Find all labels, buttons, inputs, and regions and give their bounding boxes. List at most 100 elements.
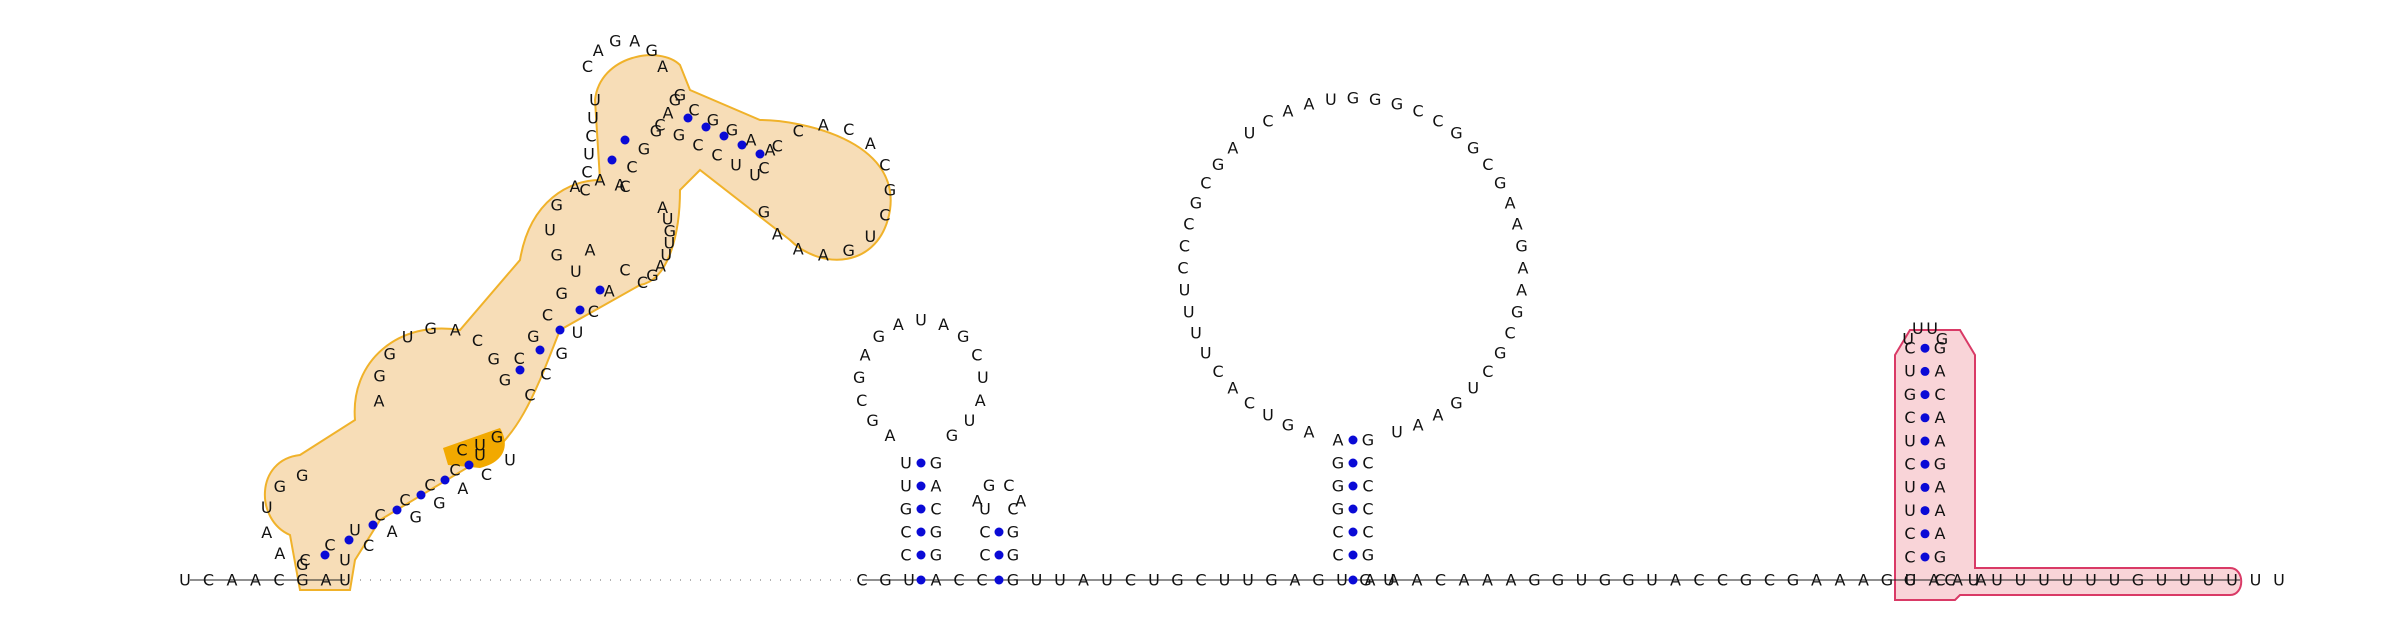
linker-2-nucleotide: A (1929, 571, 1940, 590)
base-pair-dot (1920, 552, 1930, 562)
hairpin-2-loop: G (866, 411, 878, 430)
base-pair-dot (994, 527, 1004, 537)
orange-highlight-region (264, 54, 892, 591)
hairpin-4-loop: A (1304, 423, 1315, 442)
loop-c-nucleotide: C (637, 273, 648, 292)
loop-b-nucleotide: G (487, 350, 499, 369)
hairpin-4-loop: A (1304, 94, 1315, 113)
stem-3-right: G (674, 86, 686, 105)
base-pair-dot (555, 325, 565, 335)
loop-d-nucleotide: G (609, 32, 621, 51)
loop-b-nucleotide: G (425, 319, 437, 338)
loop-e-nucleotide: G (758, 203, 770, 222)
hairpin-2-loop: C (856, 391, 867, 410)
linker-2-nucleotide: G (1740, 571, 1752, 590)
loop-c-nucleotide: G (664, 221, 676, 240)
loop-c-nucleotide: G (550, 246, 562, 265)
stem-2-left: A (585, 241, 596, 260)
loop-e-nucleotide: U (865, 227, 877, 246)
loop-b-nucleotide: A (450, 320, 461, 339)
stem-1-left: C (324, 536, 335, 555)
five-prime-nucleotide: A (321, 571, 332, 590)
base-pair-dot (1920, 390, 1930, 400)
three-prime-nucleotide: U (2015, 571, 2027, 590)
hairpin-4-stem-right: G (1362, 431, 1374, 450)
linker-2-nucleotide: A (1412, 571, 1423, 590)
linker-2-nucleotide: A (1482, 571, 1493, 590)
stem-2-left: C (514, 349, 525, 368)
loop-e-nucleotide: G (884, 181, 896, 200)
hairpin-4-loop: U (1391, 423, 1403, 442)
base-pair-dot (1348, 458, 1358, 468)
loop-e-nucleotide: G (843, 241, 855, 260)
stem-2-right: G (555, 344, 567, 363)
five-prime-nucleotide: C (273, 571, 284, 590)
linker-1-nucleotide: U (1054, 571, 1066, 590)
hairpin-4-loop: G (1467, 138, 1479, 157)
hairpin-2-loop: A (938, 315, 949, 334)
hairpin-4-loop: U (1325, 90, 1337, 109)
accent-nucleotide: C (456, 441, 467, 460)
hairpin-3-stem-left: C (979, 523, 990, 542)
linker-1-nucleotide: C (1195, 571, 1206, 590)
hairpin-4-loop: G (1347, 89, 1359, 108)
stem-4-top: G (669, 91, 681, 110)
hairpin-4-loop: A (1227, 138, 1238, 157)
base-pair-dot (1348, 481, 1358, 491)
base-pair-dot (1348, 435, 1358, 445)
base-pair-dot (368, 520, 378, 530)
hairpin-2-loop: A (893, 315, 904, 334)
stem-1-right: G (433, 493, 445, 512)
linker-nucleotide: C (856, 571, 867, 590)
three-prime-nucleotide: U (2062, 571, 2074, 590)
base-pair-dot (1348, 527, 1358, 537)
linker-2-nucleotide: A (1976, 571, 1987, 590)
hairpin-5-loop: G (1936, 329, 1948, 348)
loop-e-nucleotide: C (843, 120, 854, 139)
hairpin-2-loop: U (915, 311, 927, 330)
stem-3-right: C (626, 158, 637, 177)
loop-a-nucleotide: A (261, 523, 272, 542)
base-pair-dot (464, 460, 474, 470)
linker-nucleotide: C (953, 571, 964, 590)
hairpin-5-stem-right: A (1935, 524, 1946, 543)
stem-2-right: C (524, 386, 535, 405)
loop-c-nucleotide: C (619, 177, 630, 196)
hairpin-4-loop: C (1244, 393, 1255, 412)
hairpin-4-loop: C (1200, 174, 1211, 193)
hairpin-4-loop: A (1433, 406, 1444, 425)
hairpin-2-loop: U (977, 368, 989, 387)
hairpin-4-loop: C (1504, 324, 1515, 343)
three-prime-nucleotide: U (2203, 571, 2215, 590)
hairpin-5-loop: U (1912, 319, 1924, 338)
linker-2-nucleotide: G (1622, 571, 1634, 590)
stem-4-bottom: G (673, 126, 685, 145)
hairpin-2-stem-right: G (930, 523, 942, 542)
base-pair-dot (683, 113, 693, 123)
linker-1-nucleotide: G (1265, 571, 1277, 590)
base-pair-dot (620, 135, 630, 145)
base-pair-dot (1920, 436, 1930, 446)
loop-d-nucleotide: C (582, 57, 593, 76)
base-pair-dot (916, 575, 926, 585)
hairpin-2-stem-left: U (900, 454, 912, 473)
hairpin-4-stem-right: C (1362, 477, 1373, 496)
stem-1-left: C (449, 461, 460, 480)
hairpin-4-loop: C (1482, 155, 1493, 174)
stem-2-left: C (542, 306, 553, 325)
hairpin-5-stem-left: C (1904, 547, 1915, 566)
hairpin-4-loop: G (1212, 155, 1224, 174)
five-prime-nucleotide: A (250, 571, 261, 590)
hairpin-2-stem-left: U (900, 477, 912, 496)
loop-e-nucleotide: A (818, 245, 829, 264)
loop-a-nucleotide: G (296, 555, 308, 574)
stem-1-right: C (481, 465, 492, 484)
linker-1-nucleotide: G (1007, 571, 1019, 590)
hairpin-3-stem-right: C (1007, 500, 1018, 519)
stem-4-bottom: C (654, 116, 665, 135)
stem-3-left: U (589, 91, 601, 110)
hairpin-3-loop: G (983, 476, 995, 495)
hairpin-4-loop: G (1391, 94, 1403, 113)
stem-4-bottom: C (692, 136, 703, 155)
stem-1-right: A (457, 479, 468, 498)
